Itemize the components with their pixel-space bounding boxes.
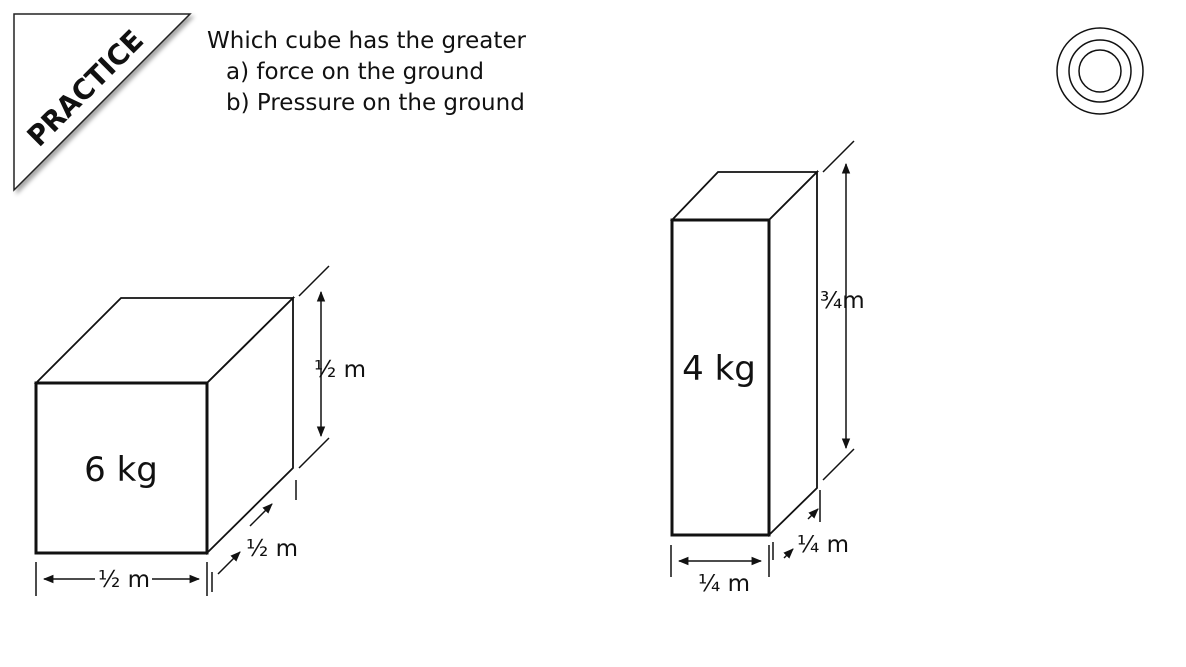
- question-part-b: b) Pressure on the ground: [226, 90, 525, 116]
- cube-left-height-label: ½ m: [314, 357, 366, 383]
- cube-right-side-face: [768, 169, 818, 538]
- cube-left-width-dimension: [35, 562, 208, 596]
- cube-right: [669, 169, 820, 538]
- cube-left-mass: 6 kg: [84, 450, 158, 490]
- cube-right-width-dimension: [670, 545, 770, 577]
- cube-right-mass: 4 kg: [682, 349, 756, 389]
- practice-banner: PRACTICE: [13, 13, 192, 192]
- cube-left-width-label: ½ m: [98, 567, 150, 593]
- cube-right-height-label: ¾m: [820, 288, 865, 314]
- cube-left-depth-label: ½ m: [246, 536, 298, 562]
- cube-left: [33, 295, 296, 556]
- cube-right-depth-label: ¼ m: [797, 532, 849, 558]
- target-icon: [1056, 27, 1144, 115]
- cube-right-height-dimension: [822, 140, 855, 481]
- cube-left-height-dimension: [298, 265, 330, 469]
- cube-left-depth-dimension: [211, 480, 297, 592]
- question-title: Which cube has the greater: [207, 28, 526, 54]
- cube-right-width-label: ¼ m: [698, 571, 750, 597]
- cube-right-front-face: [671, 219, 770, 536]
- question-part-a: a) force on the ground: [226, 59, 484, 85]
- cube-right-depth-dimension: [772, 490, 821, 560]
